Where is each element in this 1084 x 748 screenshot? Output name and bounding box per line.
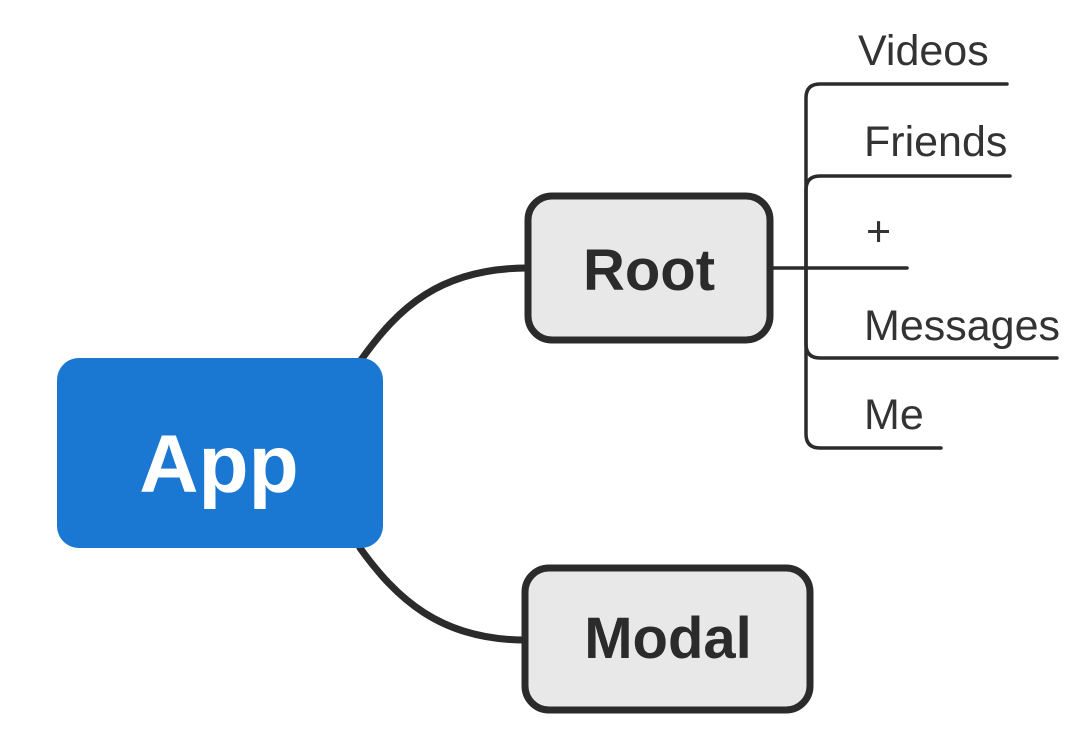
node-modal-box[interactable] bbox=[521, 564, 814, 714]
edge-root-videos bbox=[804, 82, 1009, 270]
level2-edges bbox=[768, 82, 1059, 450]
level1-edges bbox=[356, 264, 532, 644]
leaf-plus[interactable]: + bbox=[866, 208, 891, 256]
leaf-messages[interactable]: Messages bbox=[864, 302, 1060, 350]
leaf-videos[interactable]: Videos bbox=[858, 27, 989, 75]
level1-node-labels: Root Modal bbox=[583, 238, 752, 671]
leaf-friends[interactable]: Friends bbox=[864, 118, 1007, 166]
node-app-label: App bbox=[139, 419, 298, 510]
leaf-me[interactable]: Me bbox=[864, 391, 924, 439]
edge-root-friends bbox=[804, 174, 1012, 270]
leaf-labels: Videos Friends + Messages Me bbox=[858, 27, 1060, 439]
node-app[interactable]: App bbox=[57, 358, 383, 548]
node-root-box[interactable] bbox=[524, 192, 774, 344]
edge-app-root bbox=[357, 264, 532, 364]
node-modal-label[interactable]: Modal bbox=[584, 606, 752, 671]
node-app-box[interactable] bbox=[57, 358, 383, 548]
node-root-label[interactable]: Root bbox=[583, 238, 715, 303]
edge-app-modal bbox=[356, 544, 529, 644]
edge-root-me bbox=[804, 266, 943, 450]
level1-nodes bbox=[521, 192, 814, 714]
